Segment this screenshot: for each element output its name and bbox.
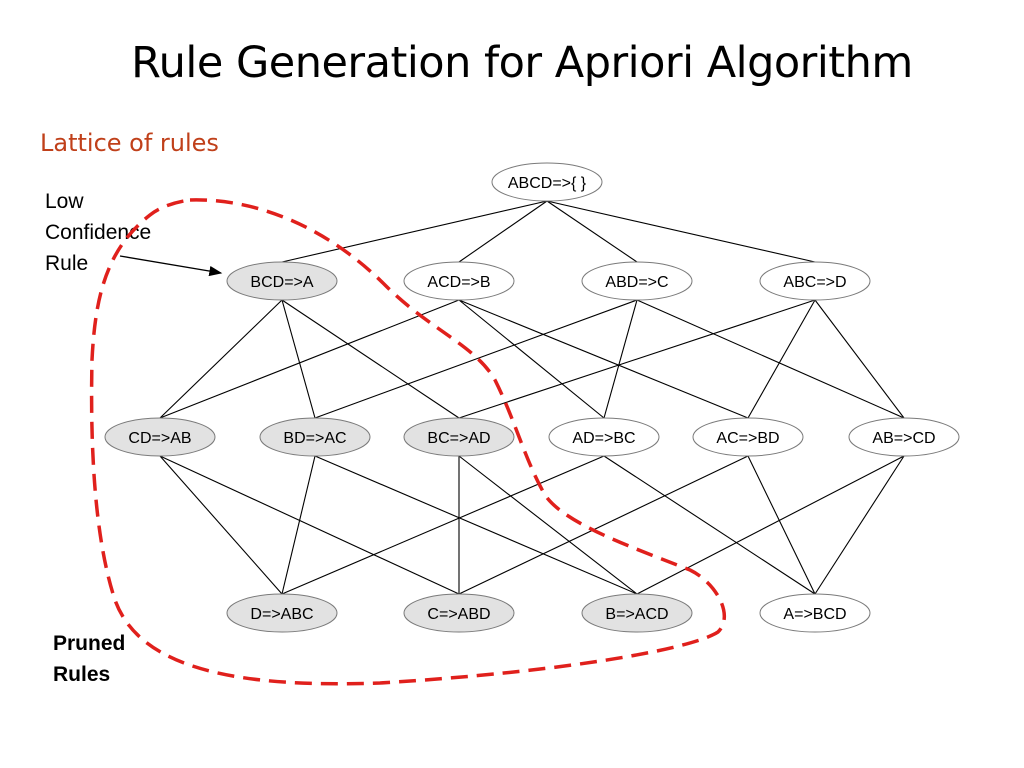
lattice-edge: [281, 455, 605, 595]
rule-node-ellipse: [581, 593, 693, 633]
rule-node-ellipse: [548, 417, 660, 457]
rule-node-label: AD=>BC: [572, 430, 635, 447]
lattice-edge: [281, 455, 316, 595]
lattice-edge: [314, 299, 638, 419]
rule-node-abd-c: ABD=>C: [581, 261, 693, 301]
lattice-edge: [458, 299, 816, 419]
lattice-edge: [603, 299, 638, 419]
rule-node-label: CD=>AB: [128, 430, 191, 447]
rule-node-ellipse: [848, 417, 960, 457]
rule-node-bc-ad: BC=>AD: [403, 417, 515, 457]
rule-node-ac-bd: AC=>BD: [692, 417, 804, 457]
slide-subtitle: Lattice of rules: [40, 129, 219, 157]
lattice-edge: [281, 299, 316, 419]
rule-node-b-acd: B=>ACD: [581, 593, 693, 633]
rule-node-label: D=>ABC: [250, 606, 313, 623]
rule-node-ellipse: [581, 261, 693, 301]
lattice-edge: [458, 455, 749, 595]
lattice-edge: [814, 455, 905, 595]
rule-node-ellipse: [104, 417, 216, 457]
rule-node-ellipse: [759, 261, 871, 301]
rule-node-abc-d: ABC=>D: [759, 261, 871, 301]
rule-node-ellipse: [403, 593, 515, 633]
rule-node-c-abd: C=>ABD: [403, 593, 515, 633]
rule-node-ellipse: [403, 417, 515, 457]
lattice-edge: [314, 455, 638, 595]
rule-node-ellipse: [226, 593, 338, 633]
rule-node-acd-b: ACD=>B: [403, 261, 515, 301]
rule-node-label: AB=>CD: [872, 430, 935, 447]
lattice-edge: [747, 299, 816, 419]
rule-node-label: ABCD=>{ }: [508, 175, 587, 192]
rule-node-ellipse: [259, 417, 371, 457]
rule-node-label: B=>ACD: [605, 606, 668, 623]
lattice-edge: [636, 299, 905, 419]
lattice-edge: [159, 299, 460, 419]
lattice-edge: [281, 200, 548, 263]
rule-node-abcd: ABCD=>{ }: [491, 162, 603, 202]
rule-node-label: ABD=>C: [605, 274, 668, 291]
rule-node-label: ABC=>D: [783, 274, 846, 291]
low-confidence-label-line-3: Rule: [45, 252, 89, 275]
rule-node-ellipse: [491, 162, 603, 202]
rule-node-bd-ac: BD=>AC: [259, 417, 371, 457]
rule-node-bcd-a: BCD=>A: [226, 261, 338, 301]
pruned-label-line-1: Pruned: [53, 632, 126, 655]
rule-node-cd-ab: CD=>AB: [104, 417, 216, 457]
lattice-edge: [458, 455, 638, 595]
lattice-edge: [159, 299, 283, 419]
lattice-edge: [159, 455, 283, 595]
lattice-edge: [458, 299, 749, 419]
low-confidence-label-line-1: Low: [45, 190, 84, 213]
rule-node-label: BD=>AC: [283, 430, 346, 447]
rule-node-label: BC=>AD: [427, 430, 490, 447]
rule-node-d-abc: D=>ABC: [226, 593, 338, 633]
lattice-edge: [747, 455, 816, 595]
pruned-region-boundary: [89, 198, 726, 686]
lattice-edge: [814, 299, 905, 419]
rule-node-ellipse: [759, 593, 871, 633]
rule-node-label: ACD=>B: [427, 274, 490, 291]
lattice-edge: [603, 455, 816, 595]
rule-node-ellipse: [226, 261, 338, 301]
low-confidence-rule-label: Low Confidence Rule: [45, 186, 151, 279]
lattice-edge: [458, 299, 605, 419]
rule-node-label: A=>BCD: [783, 606, 846, 623]
rule-node-ellipse: [692, 417, 804, 457]
lattice-edges: [159, 200, 905, 595]
pruned-label-line-2: Rules: [53, 663, 111, 686]
rule-node-label: BCD=>A: [250, 274, 313, 291]
low-confidence-arrow: [119, 255, 223, 277]
lattice-edge: [546, 200, 816, 263]
lattice-edge: [159, 455, 460, 595]
rule-node-ellipse: [403, 261, 515, 301]
lattice-edge: [458, 200, 548, 263]
lattice-nodes: ABCD=>{ } BCD=>A ACD=>B ABD=>C ABC=>D CD=>AB B…: [104, 162, 960, 633]
rule-node-ab-cd: AB=>CD: [848, 417, 960, 457]
rule-node-label: C=>ABD: [427, 606, 490, 623]
lattice-edge: [546, 200, 638, 263]
rule-node-a-bcd: A=>BCD: [759, 593, 871, 633]
rule-node-label: AC=>BD: [716, 430, 779, 447]
low-confidence-label-line-2: Confidence: [45, 221, 152, 244]
slide-title: Rule Generation for Apriori Algorithm: [131, 38, 913, 88]
pruned-rules-label: Pruned Rules: [53, 628, 125, 690]
lattice-edge: [281, 299, 460, 419]
rule-node-ad-bc: AD=>BC: [548, 417, 660, 457]
lattice-edge: [636, 455, 905, 595]
